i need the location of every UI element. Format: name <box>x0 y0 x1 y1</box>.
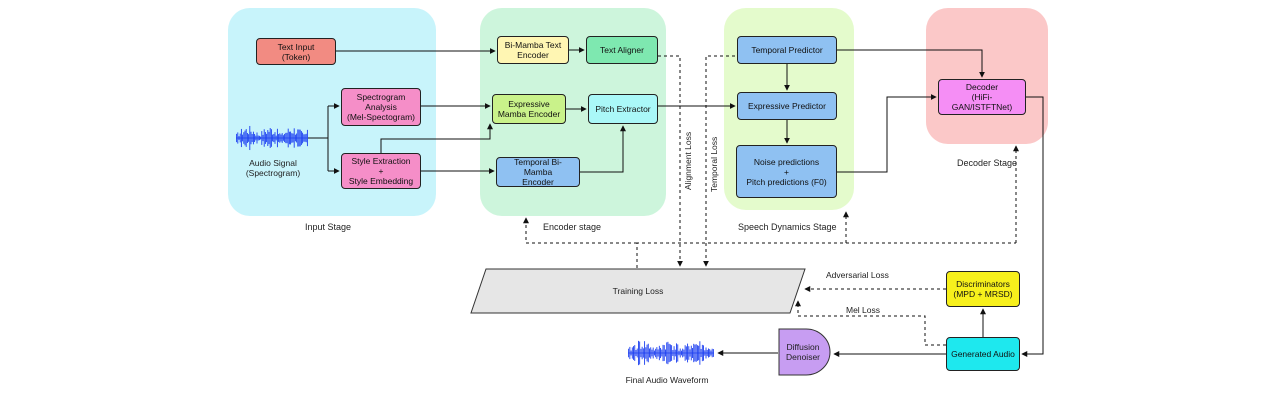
audio-signal-label: Audio Signal (Spectrogram) <box>245 158 301 178</box>
training-loss-parallelogram <box>470 268 806 314</box>
decoder-stage-label: Decoder Stage <box>957 158 1018 168</box>
speech-dynamics-stage-label: Speech Dynamics Stage <box>738 222 837 232</box>
final-audio-waveform-label: Final Audio Waveform <box>625 375 709 385</box>
style-extraction-label: Style Extraction + Style Embedding <box>348 156 414 186</box>
text-aligner-node: Text Aligner <box>586 36 658 64</box>
encoder-stage-label: Encoder stage <box>543 222 602 232</box>
temporal-bimamba-encoder-label: Temporal Bi-Mamba Encoder <box>514 157 562 187</box>
alignment-loss-label: Alignment Loss <box>683 131 693 190</box>
audio-signal-waveform-icon <box>236 125 308 151</box>
temporal-predictor-node: Temporal Predictor <box>737 36 837 64</box>
expressive-mamba-encoder-node: Expressive Mamba Encoder <box>492 94 566 124</box>
discriminators-node: Discriminators (MPD + MRSD) <box>946 271 1020 307</box>
final-audio-waveform-icon <box>628 340 714 366</box>
mel-loss-label: Mel Loss <box>846 305 881 315</box>
decoder-label: Decoder (HiFi-GAN/ISTFTNet) <box>951 82 1013 112</box>
temporal-loss-label: Temporal Loss <box>709 136 719 192</box>
pitch-extractor-label: Pitch Extractor <box>595 104 651 114</box>
bimamba-text-encoder-label: Bi-Mamba Text Encoder <box>504 40 562 60</box>
generated-audio-label: Generated Audio <box>951 349 1015 359</box>
text-aligner-label: Text Aligner <box>600 45 644 55</box>
expressive-mamba-encoder-label: Expressive Mamba Encoder <box>497 99 561 119</box>
decoder-stage-panel <box>926 8 1048 144</box>
spectrogram-analysis-label: Spectrogram Analysis (Mel-Spectogram) <box>346 92 416 122</box>
expressive-predictor-node: Expressive Predictor <box>737 92 837 120</box>
dashed-feedback-bus <box>636 242 1016 268</box>
bimamba-text-encoder-node: Bi-Mamba Text Encoder <box>497 36 569 64</box>
discriminators-label: Discriminators (MPD + MRSD) <box>953 279 1013 299</box>
generated-audio-node: Generated Audio <box>946 337 1020 371</box>
input-stage-label: Input Stage <box>305 222 352 232</box>
decoder-node: Decoder (HiFi-GAN/ISTFTNet) <box>938 79 1026 115</box>
temporal-predictor-label: Temporal Predictor <box>751 45 823 55</box>
style-extraction-node: Style Extraction + Style Embedding <box>341 153 421 189</box>
adversarial-loss-label: Adversarial Loss <box>826 270 889 280</box>
text-input-label: Text Input (Token) <box>277 41 315 62</box>
spectrogram-analysis-node: Spectrogram Analysis (Mel-Spectogram) <box>341 88 421 126</box>
training-loss-shape <box>470 268 806 314</box>
expressive-predictor-label: Expressive Predictor <box>748 101 826 111</box>
temporal-bimamba-encoder-node: Temporal Bi-Mamba Encoder <box>496 157 580 187</box>
diffusion-denoiser-label: Diffusion Denoiser <box>785 342 821 362</box>
text-input-node: Text Input (Token) <box>256 38 336 65</box>
pitch-extractor-node: Pitch Extractor <box>588 94 658 124</box>
noise-pitch-predictions-node: Noise predictions + Pitch predictions (F… <box>736 145 837 198</box>
training-loss-label: Training Loss <box>612 286 664 296</box>
noise-pitch-predictions-label: Noise predictions + Pitch predictions (F… <box>746 156 827 187</box>
